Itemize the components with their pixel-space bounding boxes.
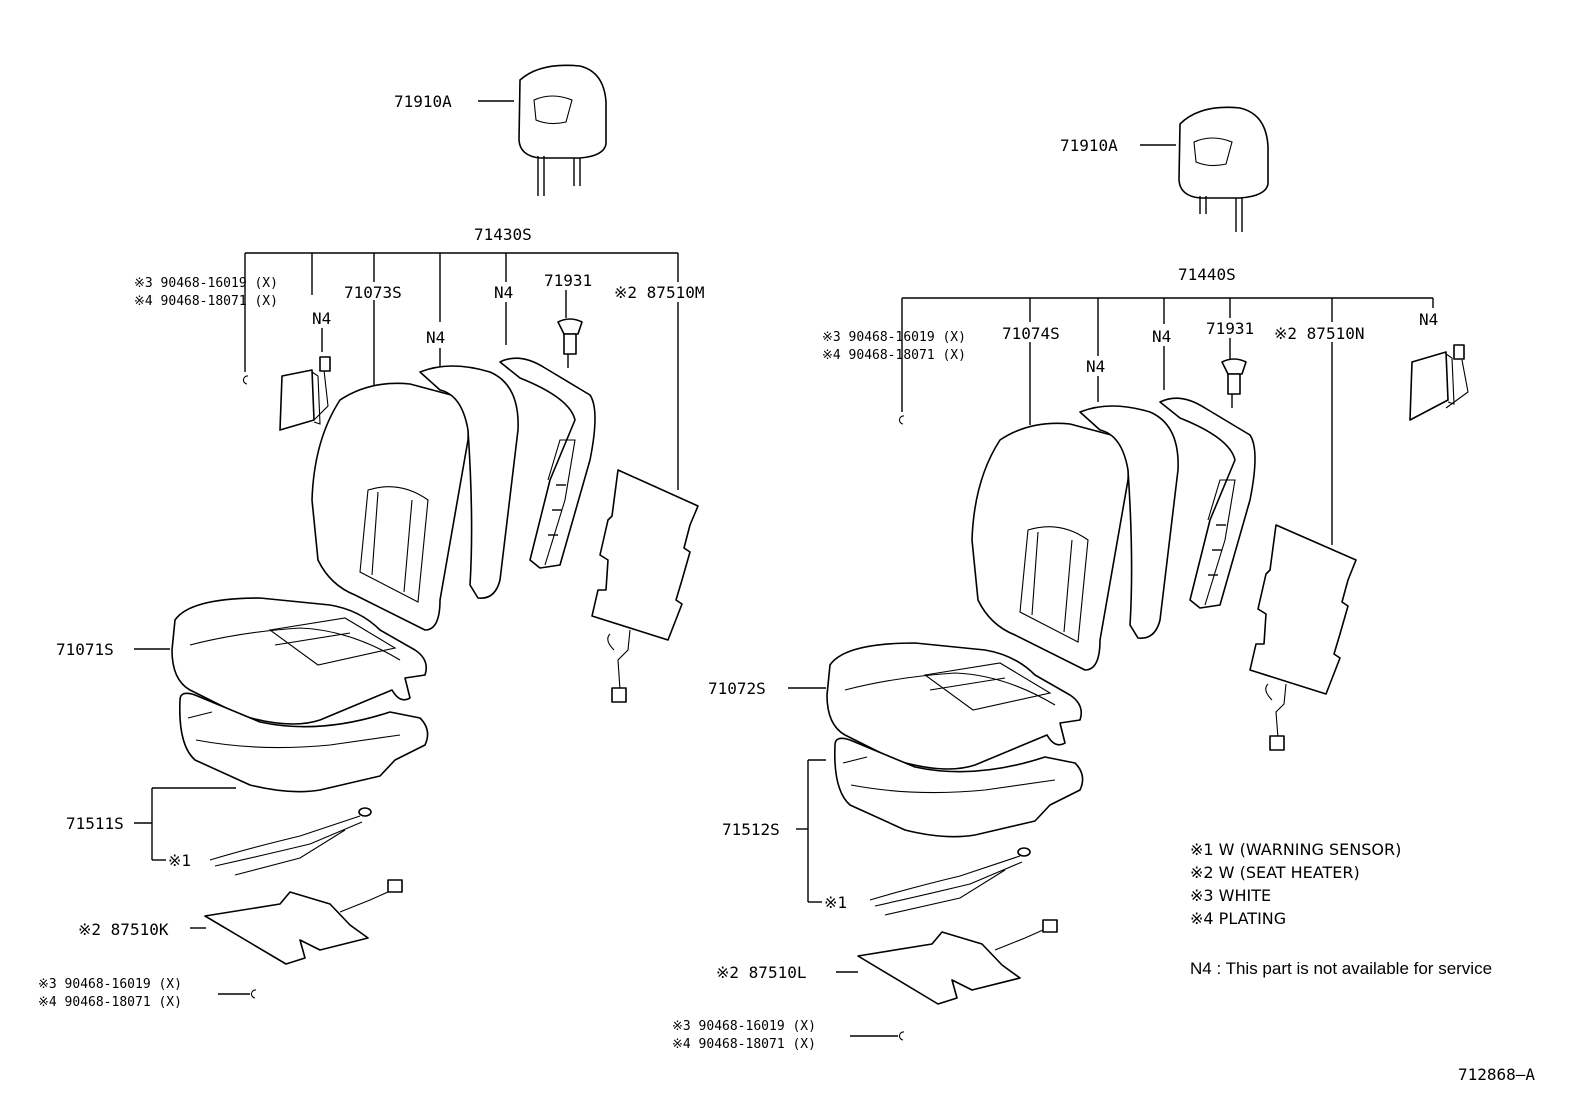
legend-item-plating: ※4 PLATING: [1190, 909, 1286, 928]
left-bolt-white-label: ※3 90468-16019 (X): [134, 276, 278, 291]
legend-note-n4: N4 : This part is not available for serv…: [1190, 959, 1492, 978]
right-back-heater-drawing: [1249, 524, 1357, 751]
right-seat-heater-drawing: [857, 919, 1058, 1005]
right-clip-white-label: ※3 90468-16019 (X): [672, 1019, 816, 1034]
right-seat-assembly: 71910A 71440S ※3 90468-16019 (X) ※4 9046…: [672, 106, 1469, 1052]
left-assembly-label: 71430S: [474, 225, 532, 244]
left-seat-assembly: 71910A 71430S ※3 90468-16019 (X) ※4 9046…: [38, 64, 704, 1010]
right-cushion-label: 71072S: [708, 679, 766, 698]
legend: ※1 W (WARNING SENSOR) ※2 W (SEAT HEATER)…: [1190, 840, 1492, 978]
left-pad-label: 71511S: [66, 814, 124, 833]
left-knob-label: 71931: [544, 271, 592, 290]
left-n4-frame-label: N4: [494, 283, 513, 302]
left-n4-airbag-label: N4: [312, 309, 331, 328]
right-bolt-white-label: ※3 90468-16019 (X): [822, 330, 966, 345]
right-headrest-drawing: [1178, 106, 1269, 232]
right-bolt-plating-label: ※4 90468-18071 (X): [822, 348, 966, 363]
legend-item-white: ※3 WHITE: [1190, 886, 1271, 905]
left-clip-plating-label: ※4 90468-18071 (X): [38, 995, 182, 1010]
left-airbag-drawing: [279, 356, 331, 431]
right-knob-drawing: [1221, 358, 1247, 408]
right-sensor-label: ※1: [824, 893, 847, 912]
legend-item-warning-sensor: ※1 W (WARNING SENSOR): [1190, 840, 1401, 859]
right-cushion-drawing: [826, 642, 1083, 770]
left-headrest-drawing: [518, 64, 607, 196]
left-seat-heater-drawing: [204, 879, 403, 965]
right-seat-heater-label: ※2 87510L: [716, 963, 806, 982]
right-headrest-label: 71910A: [1060, 136, 1118, 155]
right-n4-pad-label: N4: [1086, 357, 1105, 376]
right-back-heater-label: ※2 87510N: [1274, 324, 1364, 343]
left-clip-white-label: ※3 90468-16019 (X): [38, 977, 182, 992]
right-seatback-drawing: [971, 397, 1256, 671]
left-cushion-label: 71071S: [56, 640, 114, 659]
left-seat-heater-label: ※2 87510K: [78, 920, 169, 939]
left-sensor-label: ※1: [168, 851, 191, 870]
left-back-heater-drawing: [591, 469, 699, 703]
figure-id: 712868–A: [1458, 1065, 1535, 1084]
right-pad-label: 71512S: [722, 820, 780, 839]
right-clip-plating-label: ※4 90468-18071 (X): [672, 1037, 816, 1052]
right-sensor-drawing: [869, 847, 1031, 916]
right-pad-drawing: [833, 737, 1084, 838]
right-knob-label: 71931: [1206, 319, 1254, 338]
left-headrest-label: 71910A: [394, 92, 452, 111]
left-knob-drawing: [557, 318, 583, 368]
left-back-heater-label: ※2 87510M: [614, 283, 704, 302]
left-pad-drawing: [178, 692, 429, 793]
left-n4-pad-label: N4: [426, 328, 445, 347]
left-cover-label: 71073S: [344, 283, 402, 302]
left-sensor-drawing: [209, 807, 372, 876]
right-airbag-drawing: [1409, 344, 1469, 421]
right-cover-label: 71074S: [1002, 324, 1060, 343]
right-assembly-label: 71440S: [1178, 265, 1236, 284]
right-n4-airbag-label: N4: [1419, 310, 1438, 329]
left-seatback-drawing: [311, 357, 596, 631]
left-bolt-plating-label: ※4 90468-18071 (X): [134, 294, 278, 309]
right-n4-frame-label: N4: [1152, 327, 1171, 346]
legend-item-seat-heater: ※2 W (SEAT HEATER): [1190, 863, 1360, 882]
